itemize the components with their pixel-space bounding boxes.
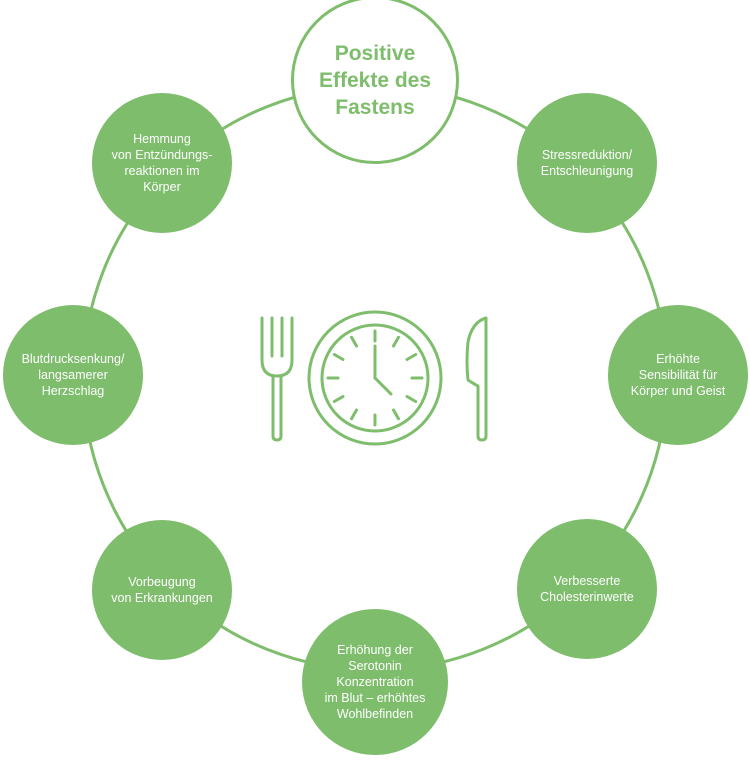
knife-icon xyxy=(465,316,488,442)
effect-label: Vorbeugung von Erkrankungen xyxy=(111,575,213,605)
effect-label: Hemmung von Entzündungs- reaktionen im K… xyxy=(111,132,213,194)
effect-sensitivity: Erhöhte Sensibilität für Körper und Geis… xyxy=(608,305,748,445)
effect-label: Blutdrucksenkung/ langsamerer Herzschlag xyxy=(21,352,125,398)
clock-plate-icon xyxy=(307,310,443,446)
effect-blood-pressure: Blutdrucksenkung/ langsamerer Herzschlag xyxy=(3,305,143,445)
effect-prevention: Vorbeugung von Erkrankungen xyxy=(92,520,232,660)
effect-serotonin: Erhöhung der Serotonin Konzentration im … xyxy=(302,609,448,755)
diagram-title: Positive Effekte des Fastens xyxy=(318,41,432,119)
fork-icon xyxy=(260,316,294,442)
effect-label: Erhöhung der Serotonin Konzentration im … xyxy=(324,643,426,721)
effect-label: Erhöhte Sensibilität für Körper und Geis… xyxy=(630,352,726,398)
effect-label: Stressreduktion/ Entschleunigung xyxy=(540,148,634,178)
title-circle: Positive Effekte des Fastens xyxy=(291,0,459,164)
effect-label: Verbesserte Cholesterinwerte xyxy=(540,574,634,604)
effect-cholesterol: Verbesserte Cholesterinwerte xyxy=(517,519,657,659)
effect-stress-reduction: Stressreduktion/ Entschleunigung xyxy=(517,93,657,233)
effect-inflammation: Hemmung von Entzündungs- reaktionen im K… xyxy=(92,93,232,233)
